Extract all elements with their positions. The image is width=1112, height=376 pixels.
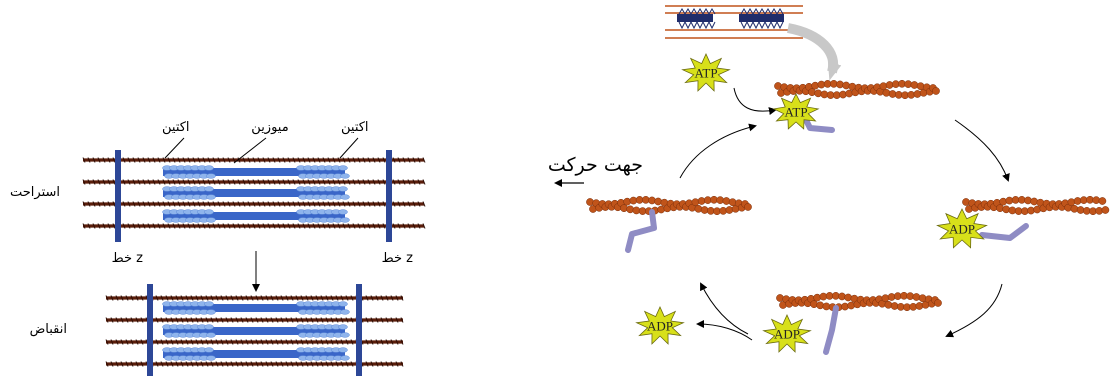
z-line-label-left: خط z xyxy=(112,251,144,266)
top-sarc-actin-0 xyxy=(82,157,426,163)
myosin-lever-2 xyxy=(979,223,1029,241)
bot-sarc-z-left xyxy=(147,284,153,376)
contraction-label: انقباض xyxy=(30,322,67,337)
adp-release-arrow xyxy=(696,320,753,341)
cycle-arrow-atp-bind xyxy=(733,87,777,115)
bot-sarc-actin-2 xyxy=(105,339,404,345)
myosin-label: میوزین xyxy=(251,120,288,135)
bot-sarc-myosin-1 xyxy=(162,324,350,338)
top-sarc-actin-2 xyxy=(82,201,426,207)
top-sarc-myosin-1 xyxy=(162,186,350,200)
myosin-lever-4 xyxy=(625,209,657,253)
sarcomere-panel: اکتین میوزین اکتین استراحت خط z خط z انق… xyxy=(10,120,426,376)
actin-filament-4 xyxy=(586,195,752,216)
bot-sarc-z-right xyxy=(356,284,362,376)
actin-label-left: اکتین xyxy=(162,120,190,135)
myosin-lever-3 xyxy=(823,305,839,355)
actin-filament-1 xyxy=(774,79,940,100)
bot-sarc-actin-3 xyxy=(105,361,404,367)
adp-star-released: ADP xyxy=(635,306,685,345)
atp-star-free-text: ATP xyxy=(694,66,717,81)
adp-star-cocked-text: ADP xyxy=(949,222,975,237)
bot-sarc-myosin-0 xyxy=(162,301,350,315)
adp-star-powerstroke: ADP xyxy=(762,314,812,353)
direction-label: جهت حرکت xyxy=(548,154,643,176)
top-sarc-z-left xyxy=(115,150,121,242)
relaxed-sarcomere xyxy=(82,150,426,242)
myosin-pointer xyxy=(233,137,267,164)
nucleotide-stars: ATP ATP ADP ADP ADP xyxy=(635,53,988,353)
actin-filament-3 xyxy=(776,291,942,312)
actin-pointer-left xyxy=(164,137,185,159)
actin-filaments xyxy=(586,79,1110,312)
mini-sarcomere-icon xyxy=(665,5,803,39)
z-line-label-right: خط z xyxy=(382,251,414,266)
top-sarc-actin-3 xyxy=(82,223,426,229)
top-sarc-actin-1 xyxy=(82,179,426,185)
actin-filament-2 xyxy=(962,195,1110,216)
actin-label-right: اکتین xyxy=(341,120,369,135)
adp-star-powerstroke-text: ADP xyxy=(774,327,800,342)
cycle-arrow-back xyxy=(679,123,757,179)
top-sarc-myosin-2 xyxy=(162,209,350,223)
atp-star-bound: ATP xyxy=(772,93,820,130)
cycle-arrow-power xyxy=(945,283,1003,338)
top-sarc-z-right xyxy=(386,150,392,242)
cycle-arrow-hydrolysis xyxy=(954,119,1010,182)
contracted-sarcomere xyxy=(105,284,404,376)
zoom-arrow xyxy=(786,23,842,81)
bot-sarc-actin-1 xyxy=(105,317,404,323)
rest-label: استراحت xyxy=(10,185,60,200)
atp-star-free: ATP xyxy=(681,53,731,92)
cross-bridge-cycle: جهت حرکت ATP ATP ADP ADP ADP xyxy=(548,5,1110,355)
cycle-arrow-adp-release xyxy=(700,282,749,335)
atp-star-bound-text: ATP xyxy=(784,105,807,120)
adp-star-released-text: ADP xyxy=(647,319,673,334)
bot-sarc-myosin-2 xyxy=(162,347,350,361)
top-sarc-myosin-0 xyxy=(162,165,350,179)
adp-star-cocked: ADP xyxy=(936,208,988,249)
actin-pointer-right xyxy=(339,137,359,159)
